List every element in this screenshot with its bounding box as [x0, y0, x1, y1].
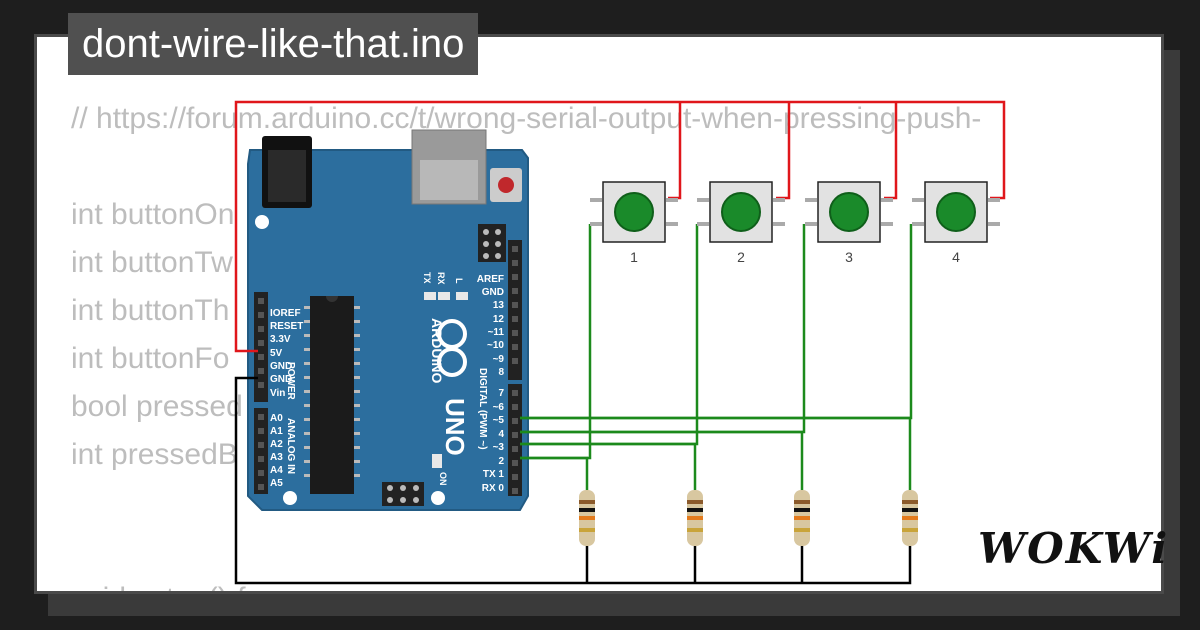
- project-filename: dont-wire-like-that.ino: [68, 13, 479, 75]
- pin-label: 3.3V: [270, 334, 291, 345]
- arduino-brand-label: ARDUINO: [429, 318, 445, 383]
- pin-label: 13: [493, 300, 505, 311]
- button-label: 1: [630, 249, 638, 265]
- rx-led-label: RX: [436, 272, 446, 285]
- pin-label: Vin: [270, 388, 285, 399]
- code-preview: // https://forum.arduino.cc/t/wrong-seri…: [71, 95, 982, 591]
- pin-label: ~11: [488, 327, 505, 338]
- pin-label: ~9: [493, 354, 505, 365]
- icsp-header-bottom: [382, 482, 424, 506]
- tx-led: [424, 292, 436, 300]
- on-label: ON: [438, 472, 448, 486]
- resistor[interactable]: [687, 490, 703, 546]
- digital-header-label: DIGITAL (PWM ~): [477, 368, 488, 450]
- pin-label: A2: [270, 439, 283, 450]
- code-line: bool pressed: [71, 390, 243, 423]
- arduino-uno-board[interactable]: ARDUINO UNO ON TX RX L DIGITAL (PWM ~) P…: [247, 129, 529, 511]
- digital-header-bottom: [508, 384, 522, 496]
- resistor[interactable]: [579, 490, 595, 546]
- arduino-logo-icon: [437, 319, 467, 377]
- l-led-label: L: [454, 278, 464, 284]
- rx-led: [438, 292, 450, 300]
- pin-label: A1: [270, 426, 283, 437]
- pushbutton-3[interactable]: 3: [805, 181, 893, 265]
- pin-label: 12: [493, 314, 505, 325]
- power-header-label: POWER: [285, 362, 296, 401]
- pin-label: A4: [270, 465, 283, 476]
- signal-wires[interactable]: [520, 224, 913, 490]
- pin-label: A5: [270, 478, 283, 489]
- analog-header: [254, 408, 268, 494]
- pin-label: AREF: [477, 274, 504, 285]
- wokwi-logo: WOKWi: [978, 524, 1170, 573]
- icsp-header: [478, 224, 506, 262]
- mounting-hole: [431, 491, 445, 505]
- pin-label: A3: [270, 452, 283, 463]
- pin-label: ~10: [487, 340, 504, 351]
- tx-led-label: TX: [422, 272, 432, 284]
- pushbutton-2[interactable]: 2: [697, 181, 785, 265]
- pin-label: GND: [270, 374, 292, 385]
- pushbutton-4[interactable]: 4: [912, 181, 1000, 265]
- pin-label: GND: [270, 361, 292, 372]
- preview-card: // https://forum.arduino.cc/t/wrong-seri…: [34, 34, 1164, 594]
- pin-label: 5V: [270, 348, 283, 359]
- mounting-hole: [255, 215, 269, 229]
- power-header: [254, 292, 268, 402]
- analog-header-label: ANALOG IN: [285, 418, 296, 474]
- pin-label: ~5: [493, 415, 505, 426]
- resistor[interactable]: [794, 490, 810, 546]
- resistor[interactable]: [902, 490, 918, 546]
- code-line: int buttonTh: [71, 294, 230, 327]
- atmega-chip: [304, 296, 360, 494]
- pin-label: 8: [498, 367, 504, 378]
- pin-label: 7: [498, 388, 504, 399]
- code-line: int buttonTw: [71, 246, 233, 279]
- l-led: [456, 292, 468, 300]
- code-line: int buttonOn: [71, 198, 235, 231]
- digital-header-top: [508, 240, 522, 380]
- uno-model-label: UNO: [440, 398, 470, 456]
- pin-label: IOREF: [270, 308, 301, 319]
- pin-label: RX 0: [482, 483, 505, 494]
- pin-label: GND: [482, 287, 504, 298]
- code-line: int buttonFo: [71, 342, 230, 375]
- button-label: 2: [737, 249, 745, 265]
- pin-label: A0: [270, 413, 283, 424]
- button-label: 3: [845, 249, 853, 265]
- pin-label: 2: [498, 456, 504, 467]
- code-line: int pressedB: [71, 438, 238, 471]
- pushbutton-1[interactable]: 1: [590, 181, 678, 265]
- pin-label: 4: [498, 429, 504, 440]
- pin-label: TX 1: [483, 469, 505, 480]
- on-led: [432, 454, 442, 468]
- pin-label: RESET: [270, 321, 303, 332]
- ground-wire[interactable]: [234, 376, 912, 585]
- code-line: void setup() {: [71, 575, 981, 591]
- pin-label: ~6: [493, 402, 505, 413]
- mounting-hole: [283, 491, 297, 505]
- code-line: // https://forum.arduino.cc/t/wrong-seri…: [71, 102, 982, 135]
- pin-label: ~3: [493, 442, 505, 453]
- button-label: 4: [952, 249, 960, 265]
